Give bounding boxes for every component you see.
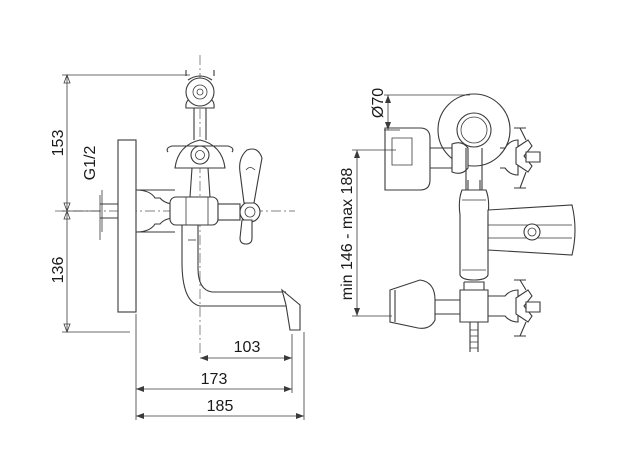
front-view: Ø70 min 146 - max 188 — [339, 88, 576, 352]
dim-153-label: 153 — [50, 130, 67, 157]
dim-103-label: 103 — [234, 339, 261, 356]
spout-outlet — [281, 288, 301, 331]
shower-connection — [185, 77, 215, 107]
wall-plate — [117, 139, 137, 313]
valve-body — [169, 196, 219, 226]
upper-flange — [384, 127, 431, 191]
side-view: 153 136 G1/2 103 173 185 — [50, 55, 305, 420]
body-shaft — [458, 189, 490, 281]
dim-136-label: 136 — [50, 257, 67, 284]
lever-handle-top — [239, 148, 263, 204]
dim-173-label: 173 — [201, 371, 228, 388]
lower-flange — [389, 279, 436, 329]
handle-hub — [217, 203, 241, 221]
dim-thread-label: G1/2 — [82, 146, 99, 181]
dim-centres-label: min 146 - max 188 — [339, 168, 356, 301]
dim-diameter-label: Ø70 — [370, 88, 387, 118]
dim-185-label: 185 — [207, 398, 234, 415]
